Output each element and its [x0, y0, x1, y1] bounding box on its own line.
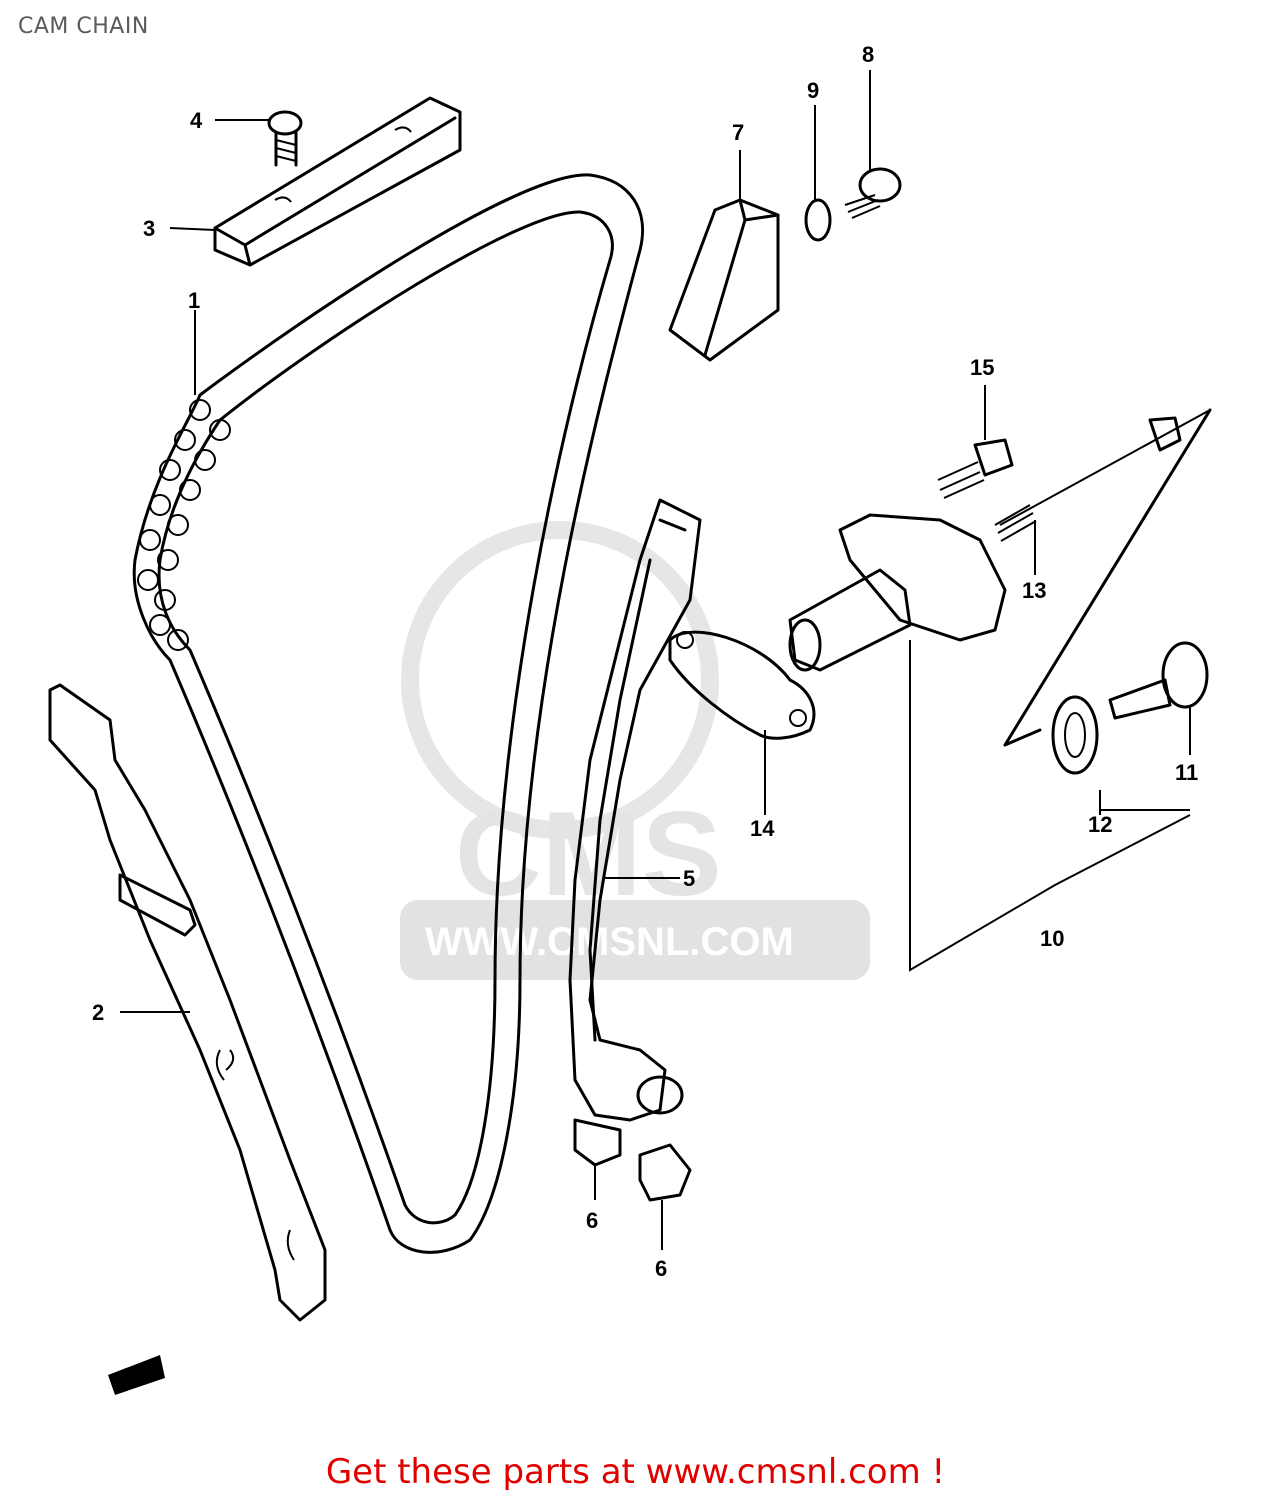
- callout-11: 11: [1175, 760, 1198, 785]
- part-11-plug: [1108, 641, 1209, 720]
- part-5-front-guide: [568, 498, 702, 1202]
- diagram-title: CAM CHAIN: [18, 14, 149, 39]
- part-10-tensioner: [788, 409, 1211, 672]
- callout-8: 8: [862, 42, 874, 67]
- callout-4: 4: [190, 108, 203, 133]
- footer-link[interactable]: Get these parts at www.cmsnl.com !: [325, 1452, 946, 1492]
- callout-2: 2: [92, 1000, 104, 1025]
- leader-lines: [120, 70, 1191, 1250]
- part-2-rear-guide: [48, 683, 327, 1322]
- part-13-spring: [994, 504, 1037, 542]
- part-8-bolt: [844, 167, 902, 219]
- callout-6b: 6: [655, 1256, 667, 1281]
- callout-12: 12: [1088, 812, 1112, 837]
- callout-1: 1: [188, 288, 200, 313]
- chain-links: [137, 399, 231, 651]
- part-7-block: [668, 198, 780, 362]
- part-12-washer: [1051, 695, 1099, 775]
- part-3-upper-guide: [213, 96, 462, 267]
- part-14-gasket: [668, 630, 816, 740]
- corner-mark-icon: [108, 1355, 165, 1395]
- part-4-bolt: [267, 110, 303, 167]
- callout-labels: 1 2 3 4 5 6 6 7 8 9 10 11 12 13 14 15: [92, 42, 1198, 1281]
- watermark-url: WWW.CMSNL.COM: [425, 920, 794, 964]
- callout-3: 3: [143, 216, 155, 241]
- callout-14: 14: [750, 816, 775, 841]
- callout-5: 5: [683, 866, 695, 891]
- part-15-bolt: [937, 438, 1014, 499]
- callout-13: 13: [1022, 578, 1046, 603]
- callout-6a: 6: [586, 1208, 598, 1233]
- part-1-cam-chain: [132, 173, 645, 1254]
- callout-10: 10: [1040, 926, 1064, 951]
- watermark: CMS WWW.CMSNL.COM: [400, 521, 870, 980]
- part-10-group-box: [1003, 408, 1212, 747]
- callout-9: 9: [807, 78, 819, 103]
- part-9-washer: [804, 198, 832, 242]
- callout-15: 15: [970, 355, 994, 380]
- callout-7: 7: [732, 120, 744, 145]
